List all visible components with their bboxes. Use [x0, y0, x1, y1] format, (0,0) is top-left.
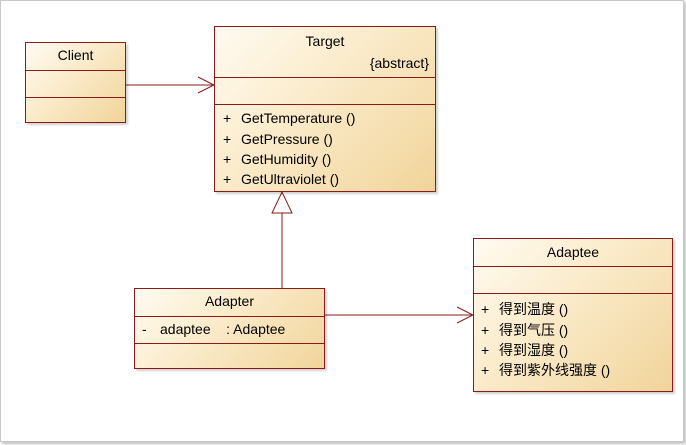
class-client-name: Client — [57, 47, 94, 63]
class-adapter-attributes: -adaptee : Adaptee — [135, 316, 324, 343]
adaptee-operation: +得到气压 () — [481, 322, 569, 338]
class-target-name: Target — [305, 33, 345, 49]
adapter-attribute: -adaptee : Adaptee — [142, 321, 286, 337]
generalization-triangle — [271, 190, 293, 214]
class-adaptee-name: Adaptee — [546, 244, 600, 260]
class-target[interactable]: Target {abstract} +GetTemperature () +Ge… — [214, 26, 436, 192]
class-adaptee-operations: +得到温度 () +得到气压 () +得到湿度 () +得到紫外线强度 () — [474, 293, 672, 392]
adaptee-operation: +得到湿度 () — [481, 342, 569, 358]
adaptee-operation: +得到温度 () — [481, 301, 569, 317]
class-adaptee-attributes — [474, 266, 672, 293]
target-operation: +GetUltraviolet () — [223, 171, 340, 187]
target-operation: +GetPressure () — [223, 131, 333, 147]
class-client-attributes — [26, 70, 125, 97]
class-target-operations: +GetTemperature () +GetPressure () +GetH… — [215, 104, 435, 192]
class-client[interactable]: Client — [25, 42, 126, 123]
adaptee-operation: +得到紫外线强度 () — [481, 362, 611, 378]
class-target-attributes — [215, 77, 435, 104]
class-adapter[interactable]: Adapter -adaptee : Adaptee — [134, 288, 325, 369]
class-adapter-operations — [135, 343, 324, 369]
class-client-operations — [26, 97, 125, 123]
target-operation: +GetHumidity () — [223, 151, 332, 167]
class-target-stereotype: {abstract} — [369, 55, 429, 71]
target-operation: +GetTemperature () — [223, 110, 356, 126]
class-adapter-name: Adapter — [204, 293, 255, 309]
class-adaptee[interactable]: Adaptee +得到温度 () +得到气压 () +得到湿度 () +得到紫外… — [473, 238, 673, 392]
